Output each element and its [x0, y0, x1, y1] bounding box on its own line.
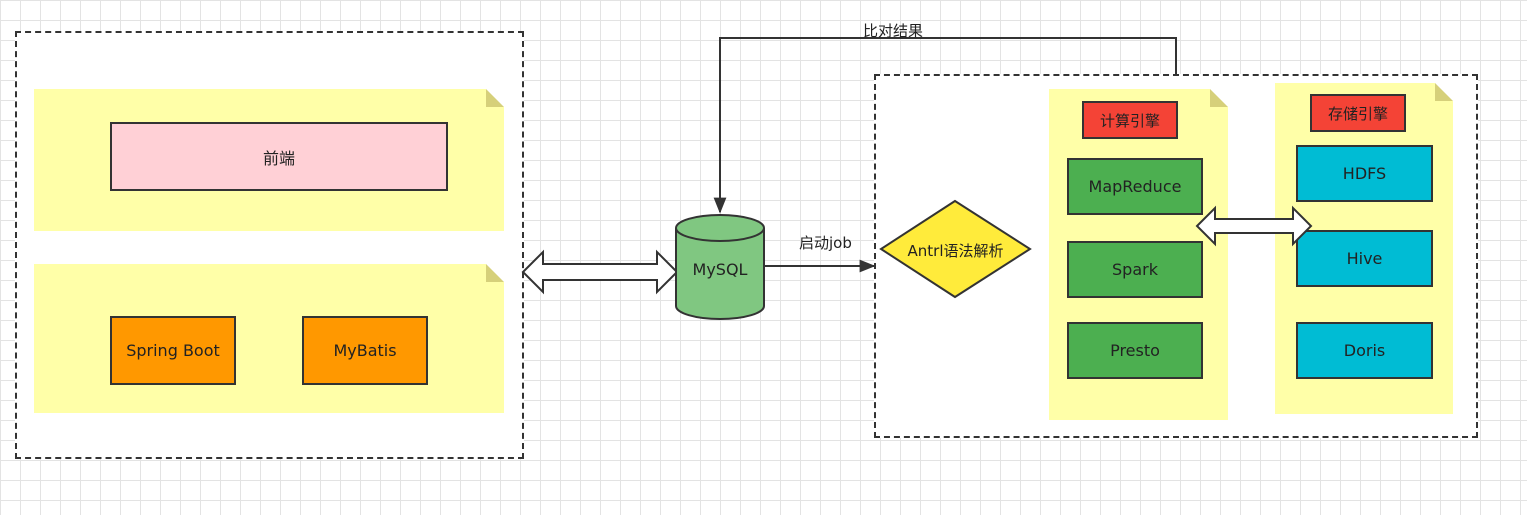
- double-arrow-compute-storage: [1195, 205, 1313, 247]
- storage-item-doris[interactable]: Doris: [1296, 322, 1433, 379]
- spring-boot-box[interactable]: Spring Boot: [110, 316, 236, 385]
- compare-result-arrow: [713, 37, 1177, 214]
- compute-engine-title: 计算引擎: [1082, 101, 1178, 139]
- note-fold-icon: [486, 89, 504, 107]
- storage-engine-title: 存储引擎: [1310, 94, 1406, 132]
- start-job-label: 启动job: [799, 234, 852, 252]
- mybatis-box[interactable]: MyBatis: [302, 316, 428, 385]
- storage-item-hdfs[interactable]: HDFS: [1296, 145, 1433, 202]
- antrl-parser-diamond[interactable]: [879, 199, 1032, 299]
- double-arrow-app-mysql: [521, 249, 679, 295]
- note-fold-icon: [1210, 89, 1228, 107]
- note-fold-icon: [1435, 83, 1453, 101]
- mysql-label: MySQL: [692, 260, 748, 279]
- frontend-box[interactable]: 前端: [110, 122, 448, 191]
- antrl-parser-label: Antrl语法解析: [907, 242, 1004, 260]
- mysql-cylinder[interactable]: [675, 214, 765, 320]
- compute-item-spark[interactable]: Spark: [1067, 241, 1203, 298]
- compute-item-mapreduce[interactable]: MapReduce: [1067, 158, 1203, 215]
- compare-result-label: 比对结果: [863, 22, 924, 40]
- note-fold-icon: [486, 264, 504, 282]
- storage-item-hive[interactable]: Hive: [1296, 230, 1433, 287]
- compute-item-presto[interactable]: Presto: [1067, 322, 1203, 379]
